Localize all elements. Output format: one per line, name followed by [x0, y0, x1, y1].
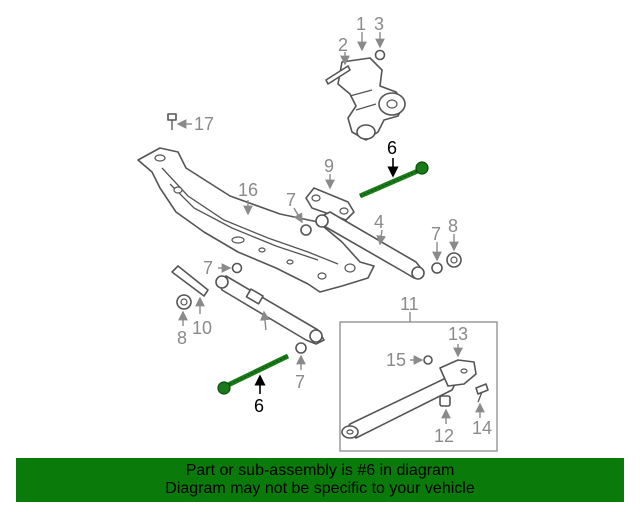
callout-4: 4 [374, 212, 384, 232]
callout-6-top: 6 [387, 138, 397, 158]
callout-7-right: 7 [431, 224, 441, 244]
bushing-part-8-right [446, 252, 462, 268]
info-banner-line-2: Diagram may not be specific to your vehi… [165, 480, 475, 497]
crossmember-part [137, 147, 375, 293]
callout-9: 9 [324, 156, 334, 176]
nut-part-7-bottom [295, 342, 307, 354]
callout-15: 15 [386, 350, 406, 370]
bolt-part-6-upper [359, 161, 429, 199]
callout-2: 2 [338, 35, 348, 55]
nut-part-3 [374, 49, 386, 61]
callout-6-bottom: 6 [254, 396, 264, 416]
adjustable-link-part-5 [215, 275, 325, 345]
callout-13: 13 [448, 324, 468, 344]
link-part-10 [171, 265, 209, 297]
link-plate-part-9 [305, 187, 355, 221]
callout-10: 10 [192, 318, 212, 338]
callout-14: 14 [472, 418, 492, 438]
callout-1: 1 [356, 14, 366, 34]
callout-8-left: 8 [177, 328, 187, 348]
nut-part-7-center [300, 224, 312, 236]
bolt-part-17 [167, 113, 177, 130]
nut-part-7-left [231, 262, 243, 274]
inset-box-part-11 [339, 321, 498, 452]
bushing-part-8-left [176, 294, 192, 310]
callout-16: 16 [238, 180, 258, 200]
callout-8-right: 8 [448, 216, 458, 236]
knuckle-bolt-part [325, 65, 351, 85]
steering-knuckle-part [337, 57, 406, 141]
info-banner-line-1: Part or sub-assembly is #6 in diagram [185, 462, 455, 479]
callout-3: 3 [374, 14, 384, 34]
callout-11: 11 [400, 294, 419, 314]
callout-12: 12 [434, 426, 454, 446]
callout-17: 17 [194, 114, 214, 134]
callout-7-bottom: 7 [295, 372, 305, 392]
callout-7-left: 7 [203, 258, 213, 278]
bolt-part-6-lower [217, 353, 290, 395]
info-banner: Part or sub-assembly is #6 in diagram Di… [16, 458, 624, 502]
callout-7-center: 7 [286, 190, 296, 210]
parts-diagram: 1 2 3 17 16 9 7 4 7 8 7 10 8 7 11 13 15 … [137, 14, 498, 452]
nut-part-7-right [431, 262, 443, 274]
lateral-link-part-4 [315, 211, 425, 280]
